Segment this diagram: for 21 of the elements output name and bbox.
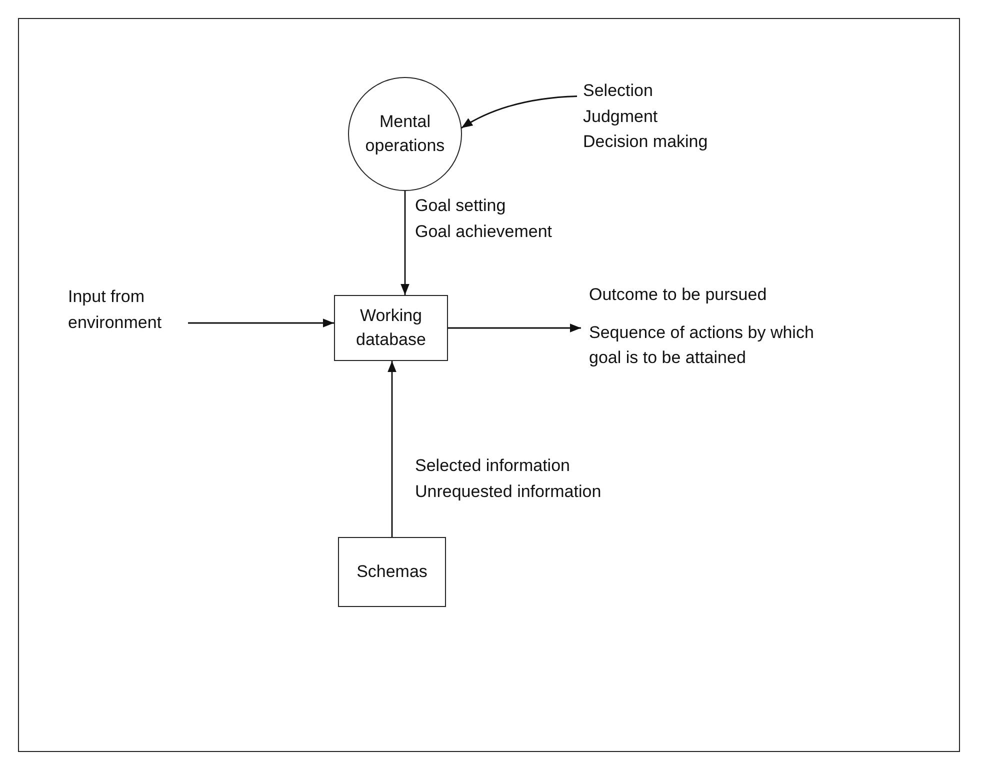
annotation-text: Judgment xyxy=(583,106,659,128)
node-label: Working database xyxy=(355,305,427,351)
node-label: Schemas xyxy=(356,561,428,584)
annotation-text: Input from environment xyxy=(68,286,163,334)
flow-label: Goal achievement xyxy=(415,222,552,242)
annotation-text: Decision making xyxy=(583,131,709,153)
flow-label: Unrequested information xyxy=(415,482,602,502)
arrow xyxy=(400,191,410,295)
process-circle xyxy=(348,77,462,191)
arrow xyxy=(448,324,581,332)
annotation-text: Outcome to be pursued xyxy=(589,284,768,306)
flow-label: Goal setting xyxy=(415,196,506,216)
node-label: Mental operations xyxy=(364,111,446,157)
annotation-text: Sequence of actions by which goal is to be attained xyxy=(589,322,815,369)
arrow xyxy=(188,318,334,328)
process-box xyxy=(338,537,446,607)
process-box xyxy=(334,295,448,361)
arrow xyxy=(388,361,396,537)
arrow xyxy=(461,96,578,129)
flow-label: Selected information xyxy=(415,456,570,476)
annotation-text: Selection xyxy=(583,80,654,102)
